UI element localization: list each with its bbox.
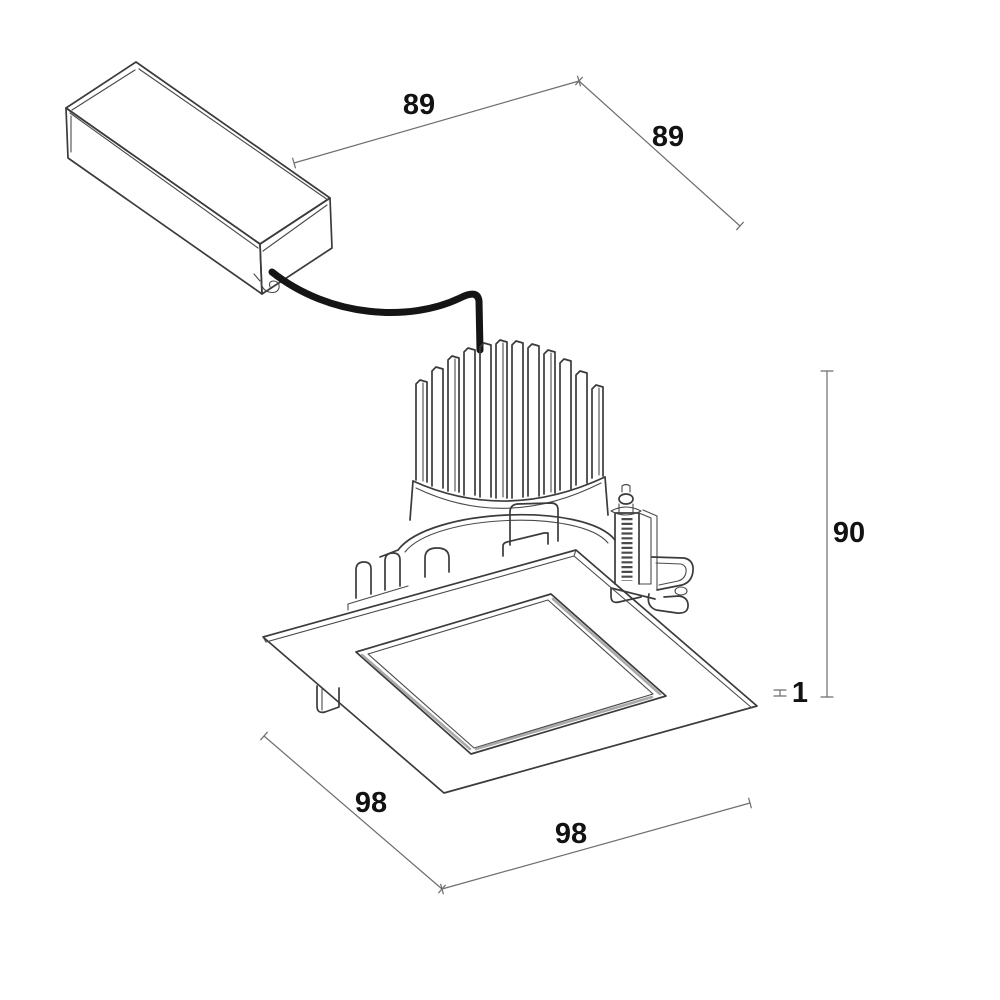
dimension-lines: 89 89 90 1 98 xyxy=(260,75,865,895)
dimension-driver-width: 89 xyxy=(575,76,744,231)
dim-label-trim-lip: 1 xyxy=(792,677,808,709)
dimension-trim-side-right: 98 xyxy=(440,797,752,895)
square-trim-drawing xyxy=(262,549,758,794)
dim-label-fixture-height: 90 xyxy=(833,517,865,549)
spring-clip-drawing xyxy=(610,483,694,614)
dim-label-driver-length: 89 xyxy=(403,89,435,121)
dimension-trim-side-left: 98 xyxy=(260,731,446,894)
heatsink-fins-drawing xyxy=(409,339,609,521)
screw-head xyxy=(618,493,634,505)
cable-hook xyxy=(260,280,280,294)
dim-label-trim-side-left: 98 xyxy=(355,787,387,819)
power-cable-drawing xyxy=(268,268,484,354)
mounting-leg xyxy=(316,685,340,714)
dimension-driver-length: 89 xyxy=(292,75,581,169)
dim-label-trim-side-right: 98 xyxy=(555,818,587,850)
dimension-trim-lip: 1 xyxy=(773,677,808,709)
tiny-dimension-tick xyxy=(773,689,787,697)
dimension-fixture-height: 90 xyxy=(820,370,865,698)
lamp-body-drawing xyxy=(316,502,616,714)
driver-box-drawing xyxy=(65,61,333,295)
dim-label-driver-width: 89 xyxy=(652,121,684,153)
